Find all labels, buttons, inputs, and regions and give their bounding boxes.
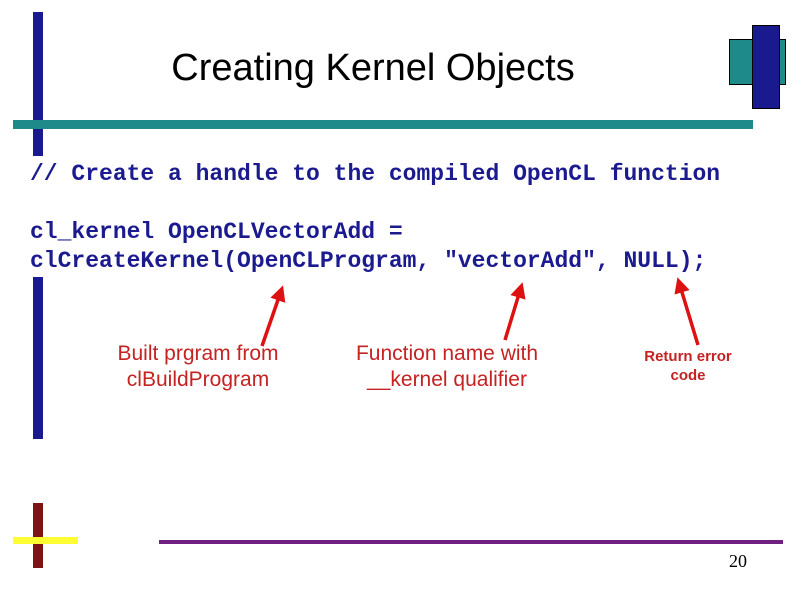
code-declaration-line: cl_kernel OpenCLVectorAdd =	[30, 219, 403, 245]
left-accent-bar-top	[33, 12, 43, 156]
arrow-to-function-name-arg-icon	[503, 282, 526, 341]
bottom-purple-line	[159, 540, 783, 544]
bottom-yellow-line	[13, 537, 78, 544]
arrow-to-error-arg-icon	[674, 277, 700, 346]
callout-return-error: Return error code	[623, 347, 753, 385]
left-accent-bar-bottom	[33, 277, 43, 439]
bottom-maroon-bar	[33, 503, 43, 568]
callout-line: Return error	[644, 348, 732, 365]
page-number: 20	[729, 551, 747, 571]
callout-line: clBuildProgram	[126, 368, 270, 391]
callout-built-program: Built prgram from clBuildProgram	[88, 341, 308, 393]
slide-title: Creating Kernel Objects	[171, 47, 575, 89]
title-underline-rule	[13, 120, 753, 129]
callout-line: __kernel qualifier	[367, 368, 527, 391]
callout-line: Function name with	[355, 342, 539, 365]
code-comment-line: // Create a handle to the compiled OpenC…	[30, 161, 721, 187]
callout-function-name: Function name with __kernel qualifier	[337, 341, 557, 393]
callout-line: code	[670, 367, 706, 384]
corner-navy-rectangle	[752, 25, 780, 109]
arrow-to-program-arg-icon	[260, 285, 286, 347]
code-call-line: clCreateKernel(OpenCLProgram, "vectorAdd…	[30, 248, 707, 274]
callout-line: Built prgram from	[117, 342, 279, 365]
